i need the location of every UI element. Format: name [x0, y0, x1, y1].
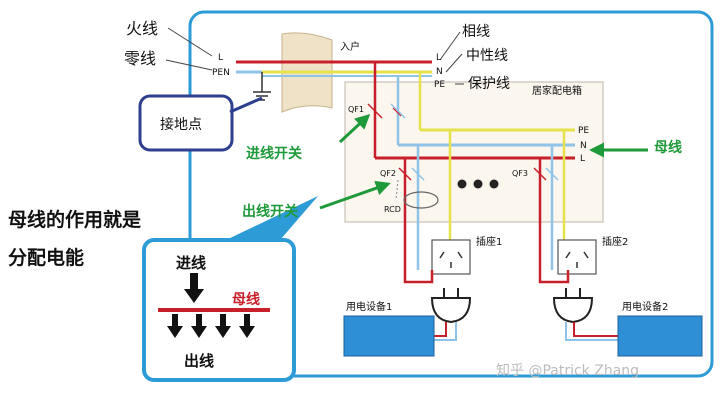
inset-arrow-in — [190, 273, 198, 291]
incoming-switch-label: 进线开关 — [246, 145, 302, 162]
box-title: 居家配电箱 — [532, 84, 582, 97]
watermark: 知乎 @Patrick Zhang — [496, 362, 639, 379]
more-branches-dot — [473, 179, 483, 189]
more-branches-dot — [457, 179, 467, 189]
outer-frame — [188, 10, 714, 378]
device-2-label: 用电设备2 — [622, 300, 668, 313]
busbar-callout-label: 母线 — [654, 139, 682, 156]
ground-point-label: 接地点 — [160, 116, 202, 133]
terminal-l-top: L — [436, 53, 441, 63]
entry-label: 入户 — [340, 40, 360, 53]
incoming-switch-arrow — [338, 113, 371, 144]
qf2-label: QF2 — [380, 169, 396, 178]
socket-1 — [431, 239, 471, 275]
socket-1-label: 插座1 — [476, 235, 502, 248]
busbar-n-label: N — [580, 141, 587, 151]
inset-outgoing-label: 出线 — [184, 352, 214, 370]
inset-arrow-in — [184, 289, 204, 303]
outgoing-switch-label: 出线开关 — [242, 203, 298, 220]
busbar-pe-label: PE — [578, 126, 589, 136]
plug-2 — [552, 288, 594, 324]
zero-line-label: 零线 — [124, 49, 156, 68]
rcd-label: RCD — [384, 205, 401, 214]
qf3-label: QF3 — [512, 169, 528, 178]
terminal-pen: PEN — [212, 68, 230, 78]
statement-line-2: 分配电能 — [8, 246, 84, 269]
phase-line-label: 相线 — [462, 24, 490, 40]
statement-line-1: 母线的作用就是 — [8, 208, 141, 231]
more-branches-dot — [489, 179, 499, 189]
device-1-label: 用电设备1 — [346, 300, 392, 313]
device-1-box — [343, 315, 435, 357]
rcd-coil — [403, 191, 439, 209]
terminal-n-top: N — [436, 67, 443, 77]
inset-arrows-out — [167, 314, 255, 338]
fire-line-label: 火线 — [126, 19, 158, 38]
outgoing-switch-arrow — [319, 180, 391, 210]
protect-line-label: 保护线 — [468, 76, 510, 92]
device-2-box — [617, 315, 703, 357]
neutral-line-label: 中性线 — [466, 48, 508, 64]
plug-1 — [430, 288, 472, 324]
terminal-l-left: L — [218, 53, 223, 63]
socket-2 — [557, 239, 597, 275]
terminal-pe-top: PE — [434, 80, 445, 90]
inset-busbar-label: 母线 — [232, 291, 260, 308]
socket-2-label: 插座2 — [602, 235, 628, 248]
distribution-box — [344, 81, 604, 223]
busbar-l-label: L — [580, 154, 585, 164]
inset-incoming-label: 进线 — [176, 254, 206, 272]
qf1-label: QF1 — [348, 105, 364, 114]
ground-point-callout — [138, 94, 234, 152]
